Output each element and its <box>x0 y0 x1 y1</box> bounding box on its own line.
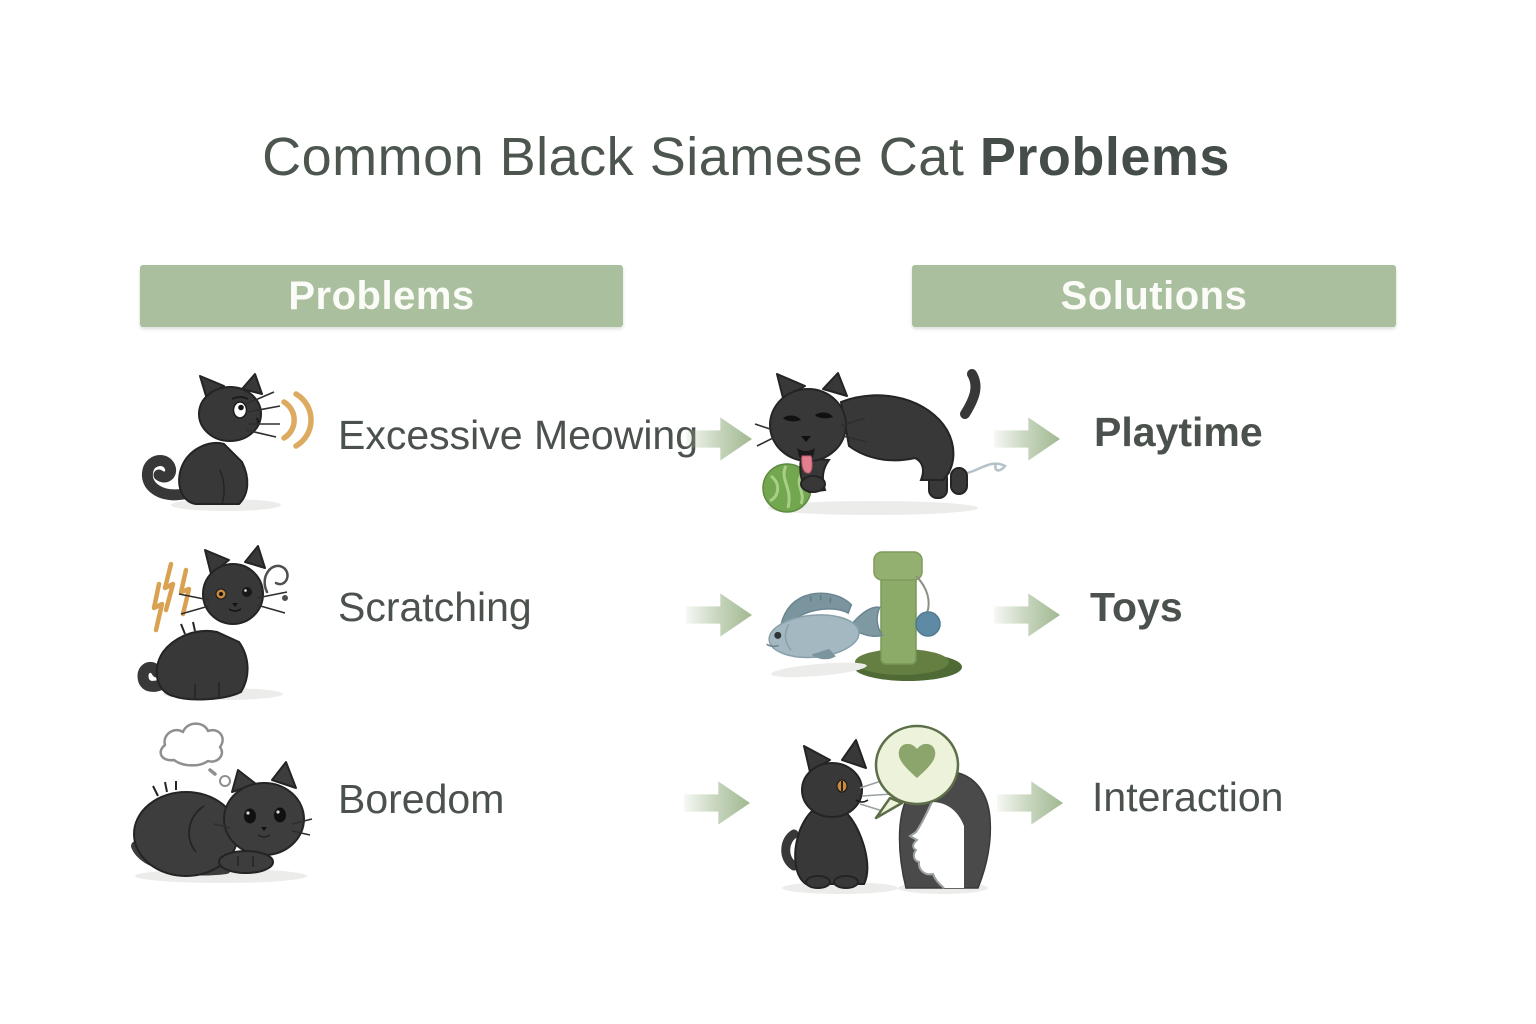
problems-header-label: Problems <box>288 273 475 318</box>
page-title: Common Black Siamese Cat Problems <box>0 126 1492 188</box>
cat-tail <box>137 661 175 692</box>
page-title-bold: Problems <box>979 127 1230 187</box>
heart-icon <box>898 743 936 778</box>
cat-and-human-icon <box>778 716 993 896</box>
solution-label-toys: Toys <box>1090 584 1183 630</box>
arrow-right-icon <box>686 593 752 637</box>
problem-label-excessive-meowing: Excessive Meowing <box>338 412 699 458</box>
hanging-ball <box>915 611 941 637</box>
cat-tail <box>781 829 799 871</box>
scratched-cat-icon <box>133 545 320 702</box>
meowing-cat-icon <box>138 373 323 514</box>
confusion-squiggle-icon <box>263 564 289 601</box>
fish-and-scratching-post-icon <box>756 548 976 696</box>
cat-tongue <box>801 455 813 474</box>
problem-label-boredom: Boredom <box>338 776 505 822</box>
problem-label-scratching: Scratching <box>338 584 532 630</box>
sound-waves-icon <box>281 391 314 449</box>
scratching-post-icon <box>854 551 962 681</box>
yarn-ball-icon <box>762 463 812 513</box>
cat-playing-with-ball-icon <box>753 369 1019 518</box>
scratch-marks-icon <box>151 561 192 633</box>
solutions-column-header: Solutions <box>912 265 1396 327</box>
speech-bubble-icon <box>874 724 960 820</box>
cat-whiskers <box>754 417 868 447</box>
arrow-right-icon <box>997 781 1063 825</box>
fish-icon <box>766 592 884 678</box>
arrow-right-icon <box>994 593 1060 637</box>
bored-cat-icon <box>126 714 314 886</box>
problems-column-header: Problems <box>140 265 623 327</box>
cat-whiskers <box>213 818 313 836</box>
solution-label-interaction: Interaction <box>1092 774 1284 820</box>
cat-whiskers <box>178 591 288 615</box>
cat-tail <box>960 369 981 419</box>
cat-tail <box>141 455 190 501</box>
thought-bubble-icon <box>159 722 231 787</box>
arrow-right-icon <box>684 781 750 825</box>
solution-label-playtime: Playtime <box>1094 409 1263 455</box>
solutions-header-label: Solutions <box>1060 273 1248 318</box>
page-title-regular: Common Black Siamese Cat <box>262 127 980 187</box>
cat-whiskers <box>245 391 281 438</box>
